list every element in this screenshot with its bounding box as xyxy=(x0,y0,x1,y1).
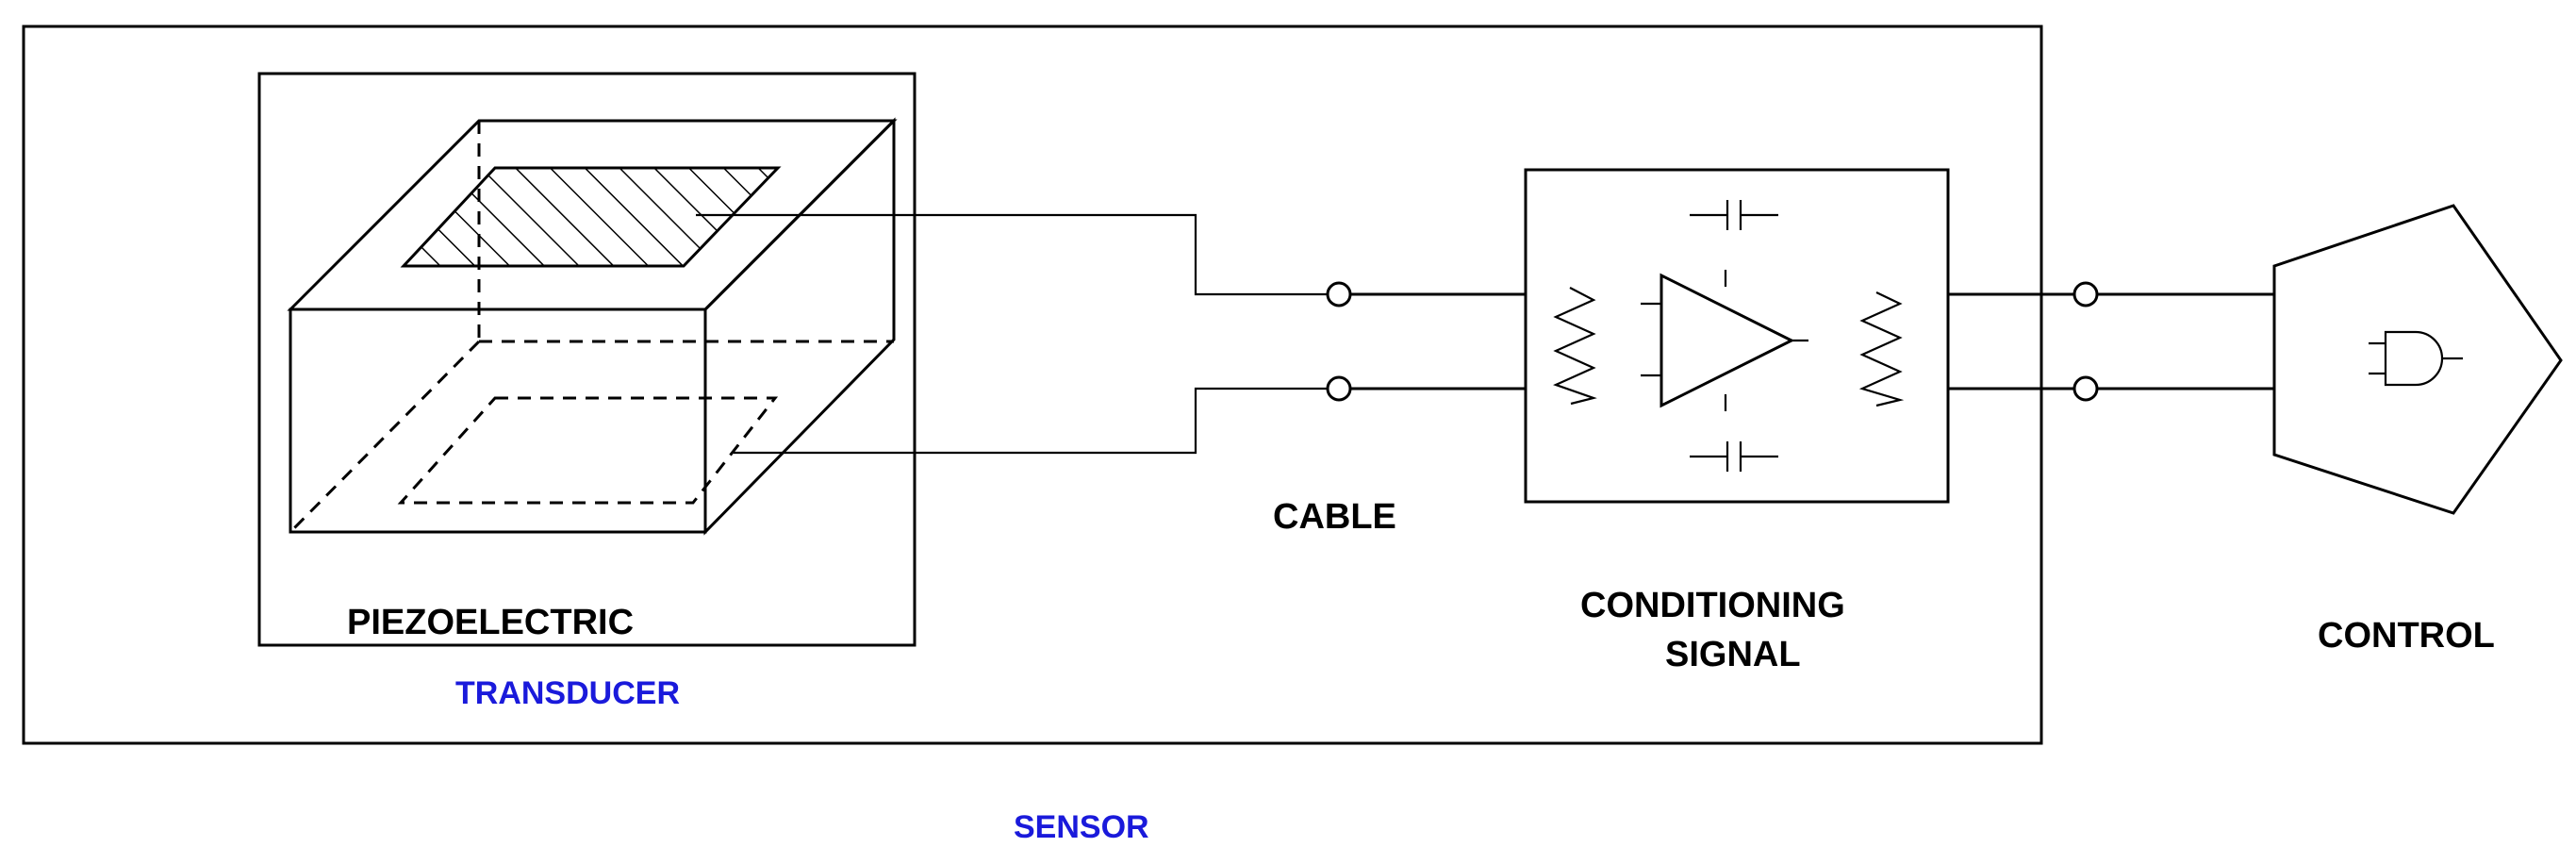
transducer-label: TRANSDUCER xyxy=(455,675,680,711)
bottom-electrode xyxy=(397,396,779,505)
amplifier-icon xyxy=(1641,270,1808,411)
lead-wire-top xyxy=(696,213,1337,296)
conditioning-box xyxy=(1524,168,1950,504)
output-terminal-bottom xyxy=(2072,375,2099,402)
conditioning-label-line2: SIGNAL xyxy=(1665,635,1801,674)
sensor-label: SENSOR xyxy=(1014,809,1149,845)
lead-wire-bottom xyxy=(734,387,1337,455)
cable-terminal-bottom xyxy=(1326,375,1352,402)
piezoelectric-crystal xyxy=(287,117,898,536)
conditioning-label-line1: CONDITIONING xyxy=(1580,586,1845,625)
capacitor-bottom-icon xyxy=(1690,441,1778,472)
resistor-right-icon xyxy=(1858,291,1905,407)
top-electrode xyxy=(400,166,782,268)
cable-label: CABLE xyxy=(1273,497,1396,537)
transducer-box xyxy=(257,72,916,647)
sensor-box xyxy=(22,25,2043,745)
control-block xyxy=(2272,204,2563,515)
output-terminal-top xyxy=(2072,281,2099,307)
piezoelectric-label: PIEZOELECTRIC xyxy=(347,603,634,642)
capacitor-top-icon xyxy=(1690,200,1778,230)
resistor-left-icon xyxy=(1553,287,1597,406)
and-gate-icon xyxy=(2369,330,2463,387)
control-label: CONTROL xyxy=(2318,616,2495,656)
cable-terminal-top xyxy=(1326,281,1352,307)
